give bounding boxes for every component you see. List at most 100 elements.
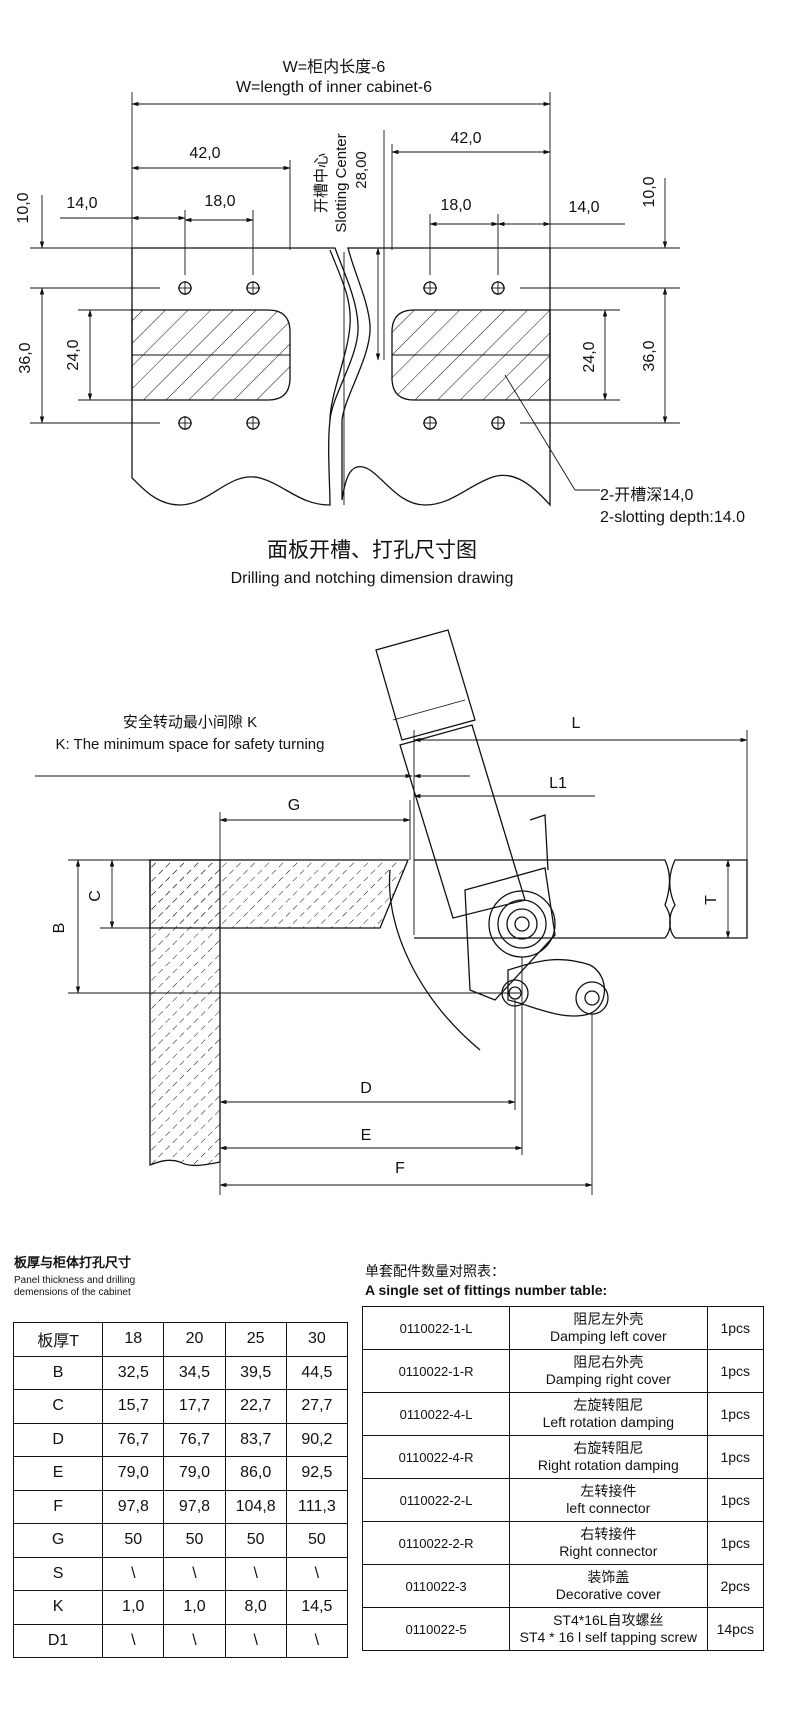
dim-36-right: 36,0 bbox=[641, 340, 658, 371]
thickness-cell: 25 bbox=[224, 1322, 287, 1357]
thickness-cell: \ bbox=[102, 1556, 165, 1591]
thickness-table-title-zh: 板厚与柜体打孔尺寸 bbox=[14, 1255, 132, 1270]
fitting-qty: 1pcs bbox=[706, 1478, 765, 1522]
thickness-cell: 1,0 bbox=[102, 1590, 165, 1625]
hinge-mechanism bbox=[464, 814, 609, 1017]
label-L1: L1 bbox=[549, 775, 567, 792]
dim-24-left: 24,0 bbox=[65, 339, 82, 370]
label-E: E bbox=[361, 1127, 372, 1144]
dim-14-right: 14,0 bbox=[568, 199, 599, 216]
center-label-zh: 开槽中心 bbox=[313, 153, 330, 213]
fitting-name-en: Damping right cover bbox=[545, 1371, 671, 1387]
k-label-zh: 安全转动最小间隙 K bbox=[123, 713, 257, 731]
thickness-cell: 22,7 bbox=[224, 1389, 287, 1424]
fitting-qty: 14pcs bbox=[706, 1607, 765, 1651]
technical-drawing: W=柜内长度-6 W=length of inner cabinet-6 42,… bbox=[15, 58, 748, 1195]
thickness-row-label: D1 bbox=[12, 1623, 104, 1658]
thickness-cell: 104,8 bbox=[224, 1489, 287, 1524]
thickness-cell: 97,8 bbox=[163, 1489, 226, 1524]
dim-42-left: 42,0 bbox=[189, 145, 220, 162]
rotation-arc bbox=[388, 869, 481, 1051]
w-label-en: W=length of inner cabinet-6 bbox=[236, 79, 432, 96]
fitting-name-zh: 左转接件 bbox=[580, 1483, 637, 1499]
thickness-cell: 50 bbox=[285, 1523, 349, 1558]
thickness-cell: 27,7 bbox=[285, 1389, 349, 1424]
cabinet-top bbox=[149, 859, 409, 929]
label-F: F bbox=[395, 1160, 405, 1177]
fitting-code: 0110022-5 bbox=[361, 1607, 511, 1651]
cabinet-wall bbox=[149, 859, 221, 1167]
thickness-row-label: E bbox=[12, 1456, 104, 1491]
thickness-table-title-en-2: demensions of the cabinet bbox=[14, 1287, 131, 1298]
fitting-name-zh: 左旋转阻尼 bbox=[573, 1397, 644, 1413]
thickness-row: D1\\\\ bbox=[12, 1623, 349, 1658]
dim-14-left: 14,0 bbox=[66, 195, 97, 212]
crack-line bbox=[329, 249, 351, 421]
thickness-cell: 17,7 bbox=[163, 1389, 226, 1424]
top-drawing-title-en: Drilling and notching dimension drawing bbox=[231, 570, 514, 587]
thickness-row-label: 板厚T bbox=[12, 1322, 104, 1357]
fitting-qty: 2pcs bbox=[706, 1564, 765, 1608]
fitting-qty: 1pcs bbox=[706, 1521, 765, 1565]
fitting-code: 0110022-1-R bbox=[361, 1349, 511, 1393]
center-dim: 28,00 bbox=[353, 151, 370, 189]
dim-10-left: 10,0 bbox=[15, 192, 32, 223]
thickness-cell: 111,3 bbox=[285, 1489, 349, 1524]
thickness-cell: \ bbox=[285, 1623, 349, 1658]
fitting-qty: 1pcs bbox=[706, 1435, 765, 1479]
fitting-code: 0110022-3 bbox=[361, 1564, 511, 1608]
fitting-name-zh: ST4*16L自攻螺丝 bbox=[553, 1612, 664, 1628]
thickness-cell: 15,7 bbox=[102, 1389, 165, 1424]
thickness-cell: 76,7 bbox=[102, 1422, 165, 1457]
fitting-code: 0110022-2-L bbox=[361, 1478, 511, 1522]
thickness-cell: 92,5 bbox=[285, 1456, 349, 1491]
hinge-side-drawing: 安全转动最小间隙 K K: The minimum space for safe… bbox=[35, 629, 748, 1195]
fittings-table-title-zh: 单套配件数量对照表： bbox=[365, 1263, 505, 1279]
fitting-qty: 1pcs bbox=[706, 1349, 765, 1393]
fitting-name-en: Damping left cover bbox=[549, 1328, 667, 1344]
dim-36-left: 36,0 bbox=[17, 342, 34, 373]
label-L: L bbox=[572, 715, 581, 732]
slot-depth-en: 2-slotting depth:14.0 bbox=[600, 509, 745, 526]
door-panel bbox=[414, 859, 671, 939]
fitting-qty: 1pcs bbox=[706, 1306, 765, 1350]
fitting-name-en: left connector bbox=[566, 1500, 651, 1516]
thickness-row-label: B bbox=[12, 1355, 104, 1390]
thickness-row-label: S bbox=[12, 1556, 104, 1591]
thickness-cell: 97,8 bbox=[102, 1489, 165, 1524]
thickness-cell: 79,0 bbox=[102, 1456, 165, 1491]
thickness-cell: 20 bbox=[163, 1322, 226, 1357]
thickness-table-title-en-1: Panel thickness and drilling bbox=[14, 1275, 136, 1286]
thickness-cell: 50 bbox=[224, 1523, 287, 1558]
fitting-name-zh: 右转接件 bbox=[580, 1526, 637, 1542]
label-B: B bbox=[51, 923, 68, 934]
thickness-cell: 79,0 bbox=[163, 1456, 226, 1491]
thickness-cell: \ bbox=[163, 1556, 226, 1591]
center-label-en: Slotting Center bbox=[333, 133, 350, 232]
thickness-cell: 50 bbox=[163, 1523, 226, 1558]
thickness-cell: \ bbox=[102, 1623, 165, 1658]
w-label-zh: W=柜内长度-6 bbox=[283, 58, 386, 76]
dim-24-right: 24,0 bbox=[581, 341, 598, 372]
thickness-cell: \ bbox=[285, 1556, 349, 1591]
fitting-name-zh: 阻尼左外壳 bbox=[573, 1311, 644, 1327]
fitting-code: 0110022-4-R bbox=[361, 1435, 511, 1479]
right-panel-outline bbox=[341, 247, 551, 507]
label-G: G bbox=[288, 797, 300, 814]
slot-depth-zh: 2-开槽深14,0 bbox=[600, 486, 693, 504]
dim-42-right: 42,0 bbox=[450, 130, 481, 147]
